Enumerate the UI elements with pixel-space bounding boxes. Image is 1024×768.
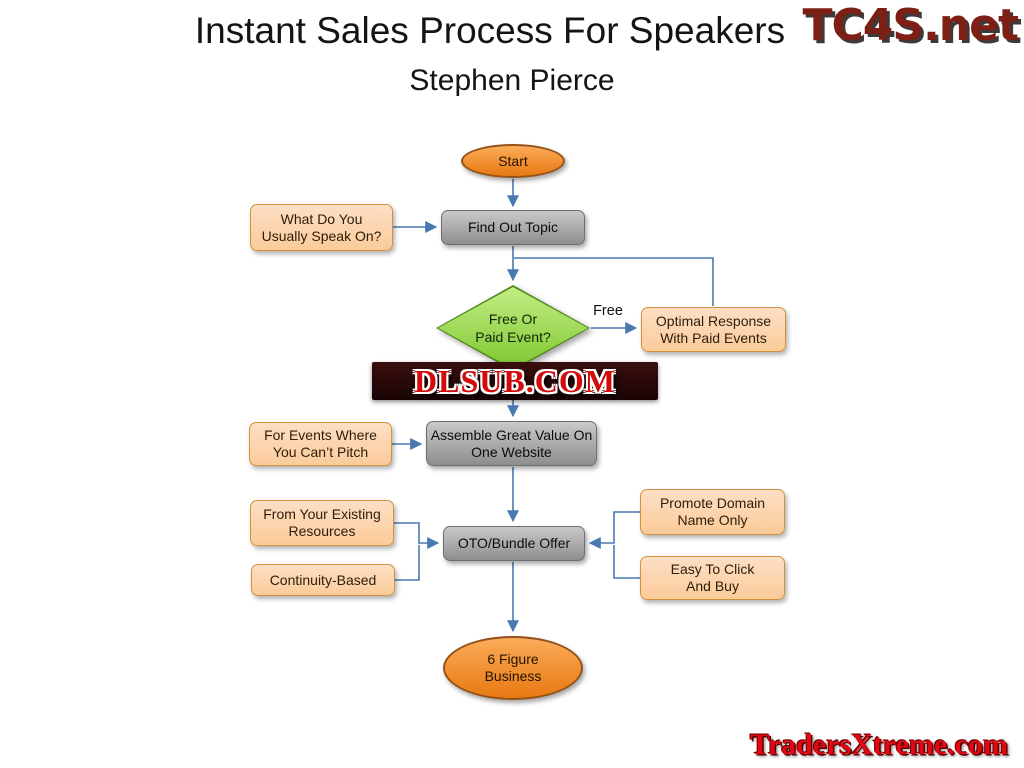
node-assemble-great-value: Assemble Great Value On One Website bbox=[426, 421, 597, 466]
watermark-bottom-right: TradersXtreme.com bbox=[750, 728, 1008, 761]
subtitle: Stephen Pierce bbox=[409, 64, 615, 97]
watermark-top-right: TC4S.net bbox=[802, 0, 1019, 51]
node-oto-bundle-offer: OTO/Bundle Offer bbox=[443, 526, 585, 561]
edge-label-free: Free bbox=[593, 303, 623, 319]
connector-easyclick-join bbox=[613, 545, 640, 579]
connector-promote-to-oto bbox=[588, 511, 640, 549]
node-six-figure-business: 6 Figure Business bbox=[443, 636, 583, 700]
node-decision-free-or-paid: Free Or Paid Event? bbox=[436, 285, 590, 371]
node-find-out-topic: Find Out Topic bbox=[441, 210, 585, 245]
node-start: Start bbox=[461, 144, 565, 178]
node-optimal-response: Optimal Response With Paid Events bbox=[641, 307, 786, 352]
watermark-center-band: DLSUB.COM bbox=[372, 362, 658, 400]
watermark-center: DLSUB.COM bbox=[414, 362, 616, 399]
node-easy-to-click-and-buy: Easy To Click And Buy bbox=[640, 556, 785, 600]
page-title: Instant Sales Process For Speakers bbox=[194, 10, 786, 51]
connector-fromexisting-to-oto bbox=[394, 522, 440, 549]
connector-continuity-join bbox=[395, 545, 420, 581]
node-promote-domain-only: Promote Domain Name Only bbox=[640, 489, 785, 535]
node-what-do-you-speak-on: What Do You Usually Speak On? bbox=[250, 204, 393, 251]
node-continuity-based: Continuity-Based bbox=[251, 564, 395, 596]
node-for-events-cant-pitch: For Events Where You Can’t Pitch bbox=[249, 422, 392, 466]
node-from-existing-resources: From Your Existing Resources bbox=[250, 500, 394, 546]
decision-label: Free Or Paid Event? bbox=[475, 310, 551, 345]
